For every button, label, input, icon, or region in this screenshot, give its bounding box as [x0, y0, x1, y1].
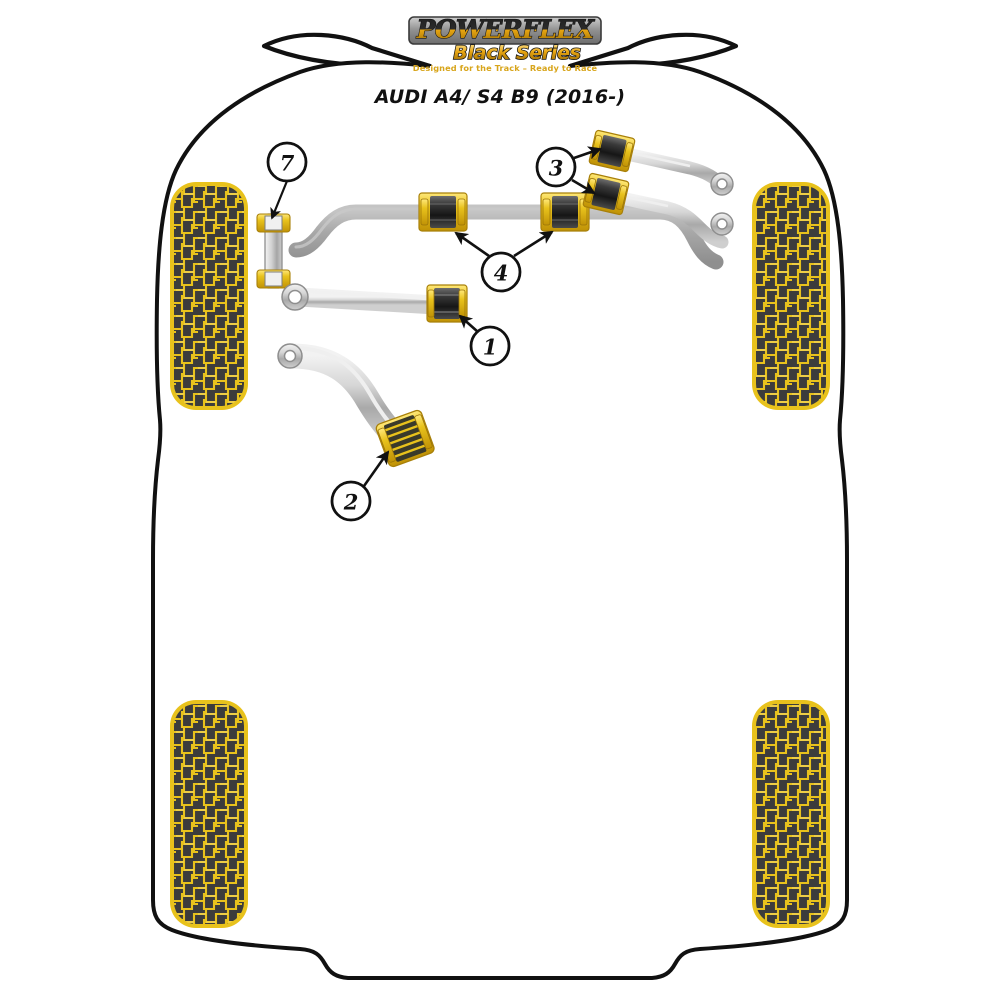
arrow-3b: [571, 178, 596, 195]
callout-7-label: 7: [280, 151, 295, 176]
callout-arrows: [270, 146, 602, 487]
brand-tagline: Designed for the Track – Ready to Race: [412, 63, 598, 73]
anti-roll-bar-bush-right: [540, 192, 590, 232]
callout-3[interactable]: 3: [535, 146, 577, 188]
tyre-front-right: [752, 182, 830, 410]
arrow-3a: [573, 146, 602, 160]
callout-2-label: 2: [343, 490, 359, 515]
black-series-wordmark: Black Series: [453, 42, 582, 64]
front-wishbone-front-bush: [375, 409, 435, 468]
callout-1[interactable]: 1: [469, 325, 511, 367]
callout-2[interactable]: 2: [330, 480, 372, 522]
page-title: AUDI A4/ S4 B9 (2016-): [374, 86, 626, 108]
car-body-outline: [151, 32, 849, 980]
anti-roll-bar: [288, 204, 724, 270]
tyre-front-left: [170, 182, 248, 410]
front-wishbone-straight: [281, 283, 446, 315]
powerflex-logo: POWERFLEX Black Series Designed for the …: [405, 14, 605, 76]
callout-4[interactable]: 4: [480, 251, 522, 293]
arrow-7: [270, 180, 289, 220]
arrow-4b: [513, 230, 554, 258]
arrow-2: [362, 450, 390, 487]
callout-3-label: 3: [549, 156, 564, 181]
callout-1-label: 1: [483, 335, 498, 360]
tyre-rear-right: [752, 700, 830, 928]
tyre-rear-left: [170, 700, 248, 928]
black-series-name: Black Series: [453, 42, 580, 64]
callout-7[interactable]: 7: [266, 141, 308, 183]
front-lower-link: [256, 213, 291, 289]
powerflex-wordmark: POWERFLEX: [408, 14, 602, 45]
tyres: [170, 182, 830, 928]
anti-roll-bar-bush-left: [418, 192, 468, 232]
front-wishbone-rear-bush: [426, 284, 468, 323]
drop-link-upper: [611, 145, 734, 196]
arrow-1: [458, 314, 479, 333]
body-shell: [151, 60, 849, 980]
arrow-4a: [454, 231, 490, 258]
powerflex-name: POWERFLEX: [416, 15, 596, 44]
callout-4-label: 4: [494, 261, 509, 286]
